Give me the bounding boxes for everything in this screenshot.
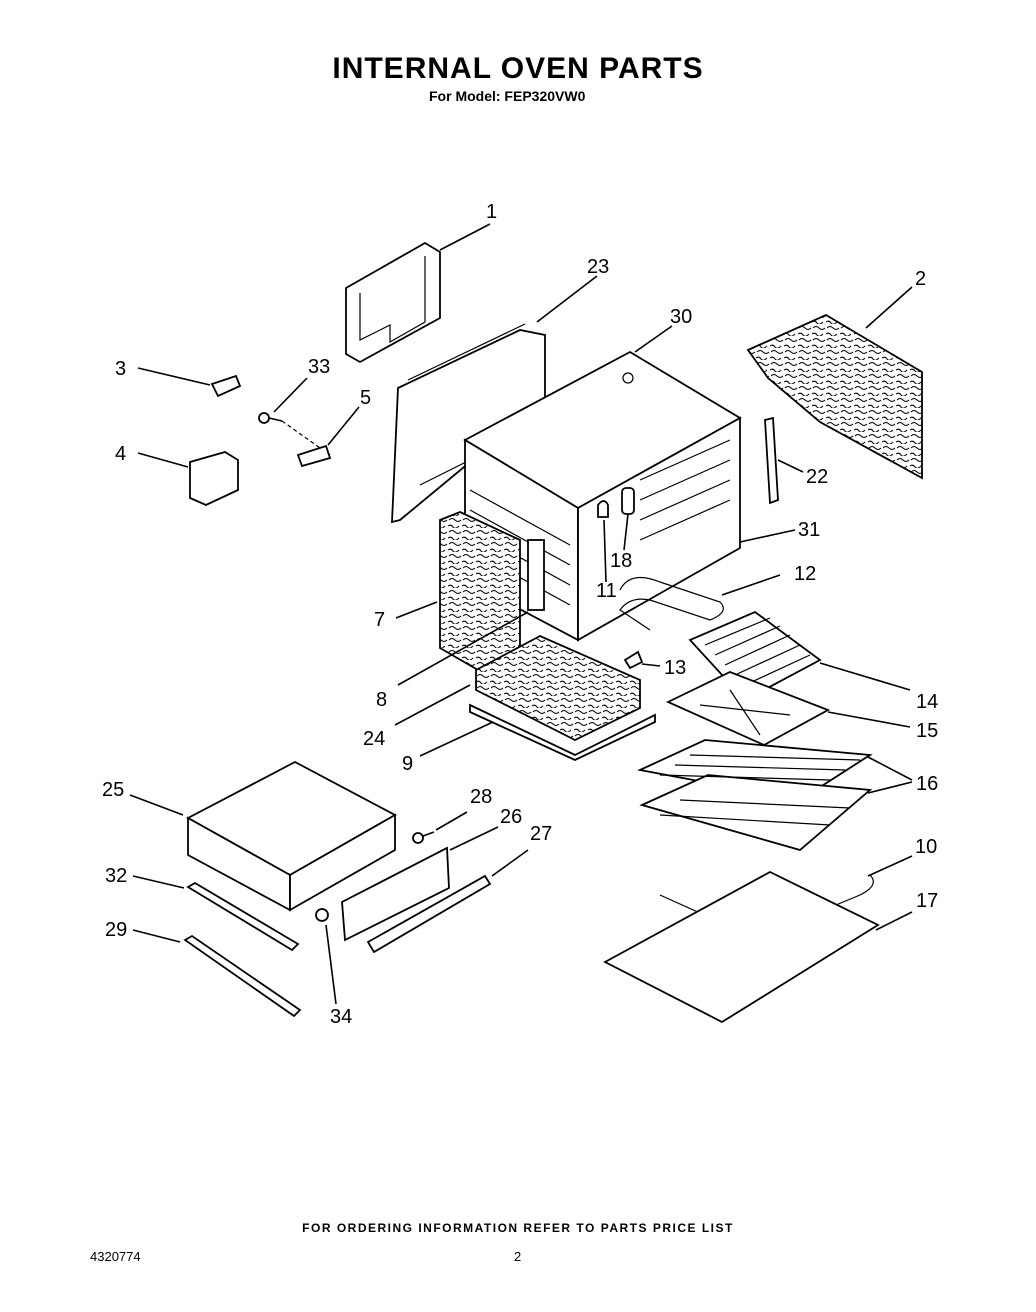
callout-23: 23 xyxy=(587,256,609,278)
ordering-note: FOR ORDERING INFORMATION REFER TO PARTS … xyxy=(302,1221,734,1235)
callout-30: 30 xyxy=(670,306,692,328)
callout-11: 11 xyxy=(596,580,617,602)
callout-12: 12 xyxy=(794,563,816,585)
callout-29: 29 xyxy=(105,919,127,941)
part-3-clip xyxy=(137,367,242,398)
part-27-trim xyxy=(366,849,529,954)
part-4-bracket xyxy=(137,451,239,506)
callout-3: 3 xyxy=(115,358,126,380)
part-1-heat-shield xyxy=(345,223,491,364)
part-24-bottom-insulation xyxy=(394,635,641,742)
part-9-bottom-panel xyxy=(419,703,656,761)
page-number: 2 xyxy=(514,1249,522,1264)
part-12-broil-element xyxy=(619,574,781,631)
callout-31: 31 xyxy=(798,519,820,541)
callout-28: 28 xyxy=(470,786,492,808)
callout-14: 14 xyxy=(916,691,938,713)
callout-18: 18 xyxy=(610,550,632,572)
part-34-screw xyxy=(315,908,337,1005)
part-25-storage-drawer xyxy=(129,760,397,912)
page-title: INTERNAL OVEN PARTS xyxy=(332,52,704,85)
callout-15: 15 xyxy=(916,720,938,742)
callout-25: 25 xyxy=(102,779,124,801)
callout-9: 9 xyxy=(402,753,413,775)
part-22-brace xyxy=(764,416,804,505)
callout-33: 33 xyxy=(308,356,330,378)
part-33-screw xyxy=(258,377,331,456)
callout-13: 13 xyxy=(664,657,686,679)
part-32-slide-rail xyxy=(132,875,300,952)
part-29-slide-rail xyxy=(132,929,302,1018)
callout-27: 27 xyxy=(530,823,552,845)
part-28-screw xyxy=(412,811,468,844)
part-16-oven-racks xyxy=(637,739,913,851)
callout-5: 5 xyxy=(360,387,371,409)
part-11-sensor-clip xyxy=(597,500,609,583)
part-13-terminal xyxy=(623,650,661,670)
part-2-top-insulation xyxy=(746,286,923,480)
callout-1: 1 xyxy=(486,201,497,223)
part-7-side-insulation xyxy=(395,511,521,672)
part-17-oven-bottom xyxy=(603,870,913,1024)
part-31-pointer xyxy=(739,529,796,543)
callout-26: 26 xyxy=(500,806,522,828)
part-8-element-bracket xyxy=(397,539,545,686)
callout-10: 10 xyxy=(915,836,937,858)
callout-8: 8 xyxy=(376,689,387,711)
callout-34: 34 xyxy=(330,1006,352,1028)
part-18-oven-light xyxy=(621,487,635,551)
document-number: 4320774 xyxy=(90,1249,141,1264)
callout-32: 32 xyxy=(105,865,127,887)
callout-2: 2 xyxy=(915,268,926,290)
callout-17: 17 xyxy=(916,890,938,912)
callout-22: 22 xyxy=(806,466,828,488)
part-15-broiler-pan xyxy=(665,671,911,747)
part-26-drawer-front xyxy=(341,826,499,942)
callout-16: 16 xyxy=(916,773,938,795)
callout-7: 7 xyxy=(374,609,385,631)
callout-24: 24 xyxy=(363,728,385,750)
model-subtitle: For Model: FEP320VW0 xyxy=(429,88,586,104)
callout-4: 4 xyxy=(115,443,126,465)
part-5-bracket xyxy=(296,406,360,468)
